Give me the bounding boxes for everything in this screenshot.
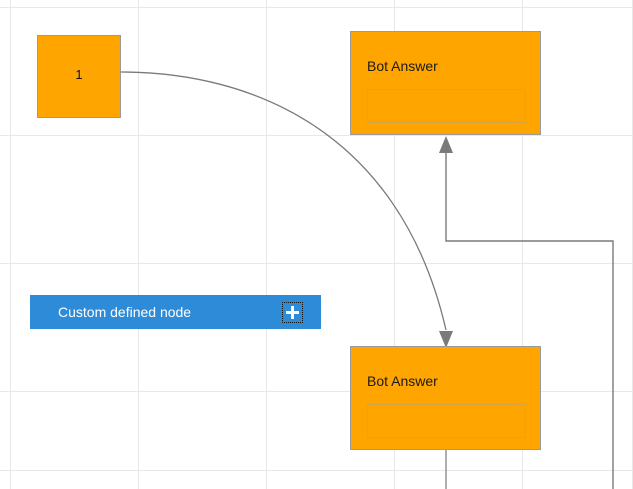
plus-icon-vertical-stroke xyxy=(291,306,294,319)
grid-line-horizontal xyxy=(0,391,633,392)
grid-line-vertical xyxy=(138,0,139,489)
grid-line-vertical xyxy=(266,0,267,489)
node-answer-slot[interactable] xyxy=(367,89,526,123)
node-bot-answer-bottom[interactable]: Bot Answer xyxy=(350,346,541,450)
node-title: Bot Answer xyxy=(367,373,438,389)
node-bot-answer-top[interactable]: Bot Answer xyxy=(350,31,541,135)
grid-line-horizontal xyxy=(0,135,633,136)
node-title: Bot Answer xyxy=(367,58,438,74)
custom-defined-node-label: Custom defined node xyxy=(58,304,192,320)
custom-defined-node-bar[interactable]: Custom defined node xyxy=(30,295,321,329)
node-start[interactable]: 1 xyxy=(37,35,121,118)
plus-icon[interactable] xyxy=(282,302,303,323)
node-answer-slot[interactable] xyxy=(367,404,526,438)
node-start-label: 1 xyxy=(75,67,83,82)
grid-line-horizontal xyxy=(0,7,633,8)
grid-line-horizontal xyxy=(0,470,633,471)
grid-line-vertical xyxy=(10,0,11,489)
grid-line-horizontal xyxy=(0,263,633,264)
